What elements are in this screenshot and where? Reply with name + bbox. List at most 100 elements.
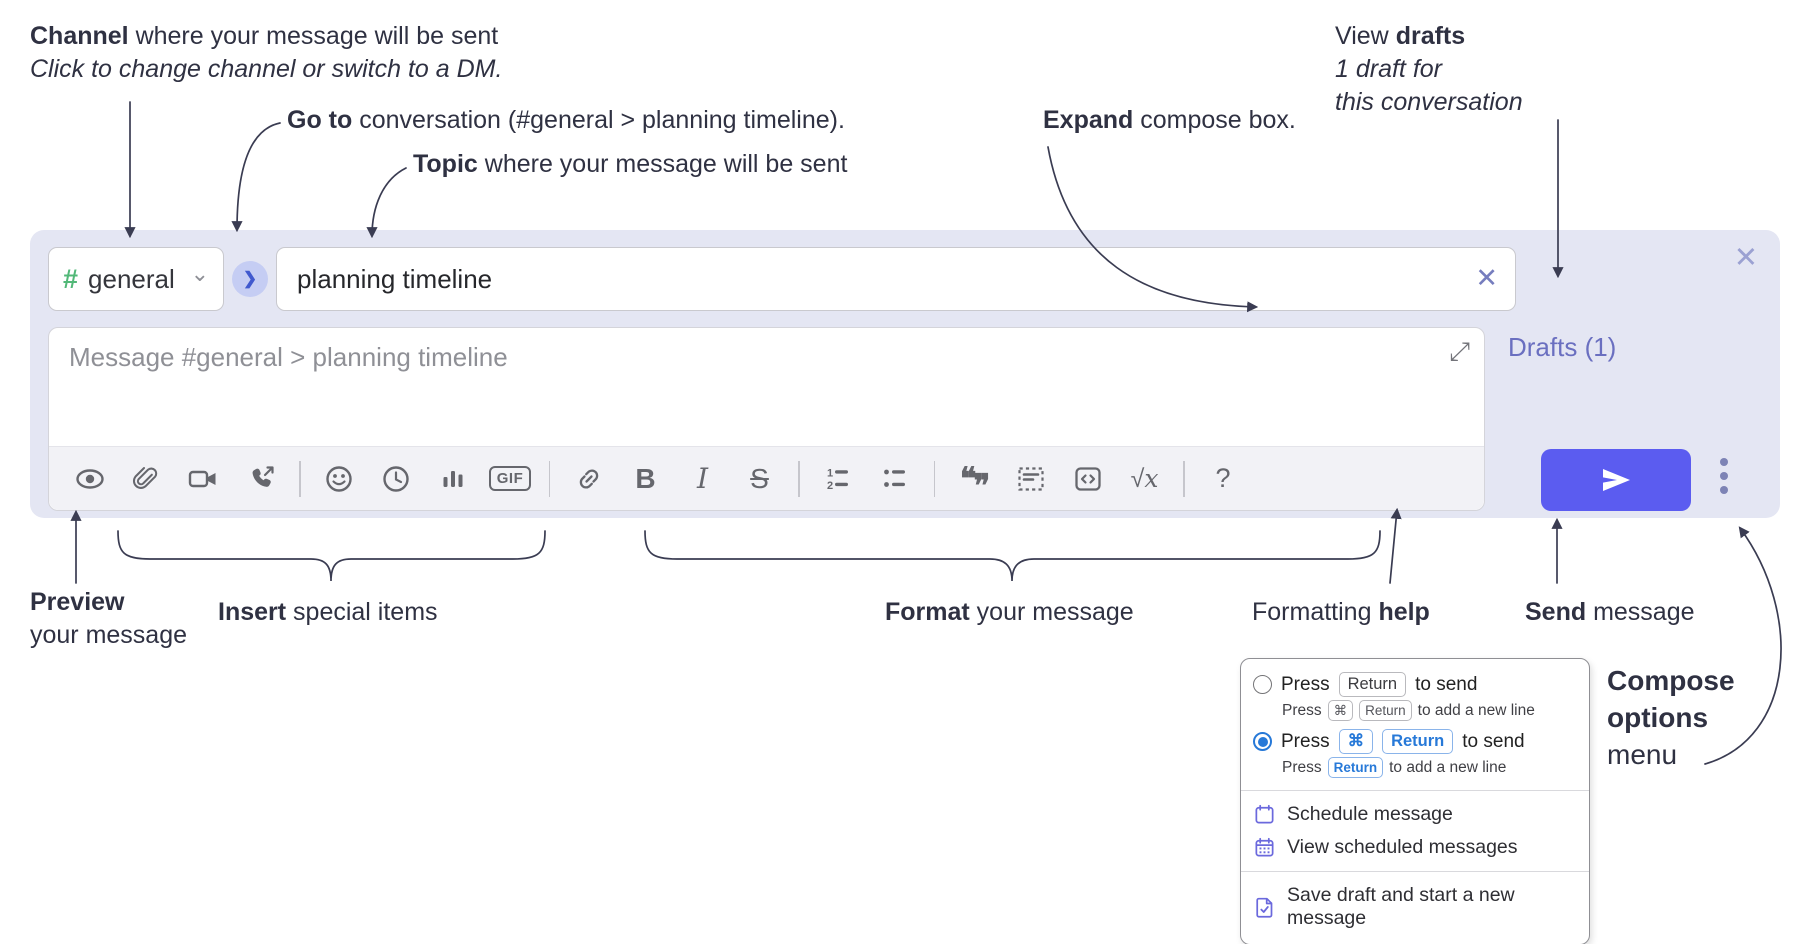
go-to-conversation-button[interactable]: ❯ xyxy=(232,261,268,297)
option2-sub-press: Press xyxy=(1282,758,1322,776)
menu-item-view-scheduled[interactable]: View scheduled messages xyxy=(1241,831,1589,864)
global-time-button[interactable] xyxy=(368,464,425,494)
topic-input[interactable] xyxy=(276,247,1516,311)
return-key: Return xyxy=(1382,729,1454,754)
annotation-format: Format your message xyxy=(885,596,1134,629)
code-button[interactable] xyxy=(1059,464,1116,494)
return-key: Return xyxy=(1338,672,1407,697)
send-shortcut-option-1-sub: Press ⌘ Return to add a new line xyxy=(1241,700,1589,726)
annotation-insert-bold: Insert xyxy=(218,598,287,626)
numbered-list-icon: 1 2 xyxy=(827,467,848,492)
annotation-goto: Go to conversation (#general > planning … xyxy=(287,104,845,137)
poll-button[interactable] xyxy=(425,464,482,494)
italic-button[interactable]: I xyxy=(674,462,731,495)
eye-icon xyxy=(75,468,104,489)
annotation-goto-bold: Go to xyxy=(287,106,353,134)
option1-sub-suffix: to add a new line xyxy=(1417,701,1535,719)
video-camera-icon xyxy=(188,470,215,487)
spoiler-button[interactable] xyxy=(1002,464,1059,494)
drafts-link[interactable]: Drafts (1) xyxy=(1508,332,1617,362)
annotation-compose-line3: menu xyxy=(1607,739,1678,770)
toolbar-separator xyxy=(548,460,550,497)
emoji-button[interactable] xyxy=(311,464,368,494)
smiley-icon xyxy=(326,465,352,492)
bold-icon: B xyxy=(635,462,656,494)
send-shortcut-option-1[interactable]: Press Return to send xyxy=(1241,669,1589,700)
strikethrough-button[interactable]: S xyxy=(731,463,788,495)
ellipsis-dot xyxy=(1720,458,1728,466)
send-shortcut-option-2[interactable]: Press ⌘ Return to send xyxy=(1241,726,1589,757)
message-input[interactable] xyxy=(49,328,1484,444)
preview-eye-button[interactable] xyxy=(61,464,118,494)
annotation-formatting-help: Formatting help xyxy=(1252,596,1430,629)
quote-button[interactable]: ❝❞ xyxy=(945,460,1002,504)
annotation-send-bold: Send xyxy=(1525,598,1587,626)
cmd-key: ⌘ xyxy=(1338,729,1374,754)
annotation-channel-line2: Click to change channel or switch to a D… xyxy=(30,55,503,83)
ellipsis-dot xyxy=(1720,486,1728,494)
gif-icon: GIF xyxy=(488,466,532,491)
italic-icon: I xyxy=(696,462,709,495)
annotation-format-rest: your message xyxy=(969,598,1134,626)
option2-sub-suffix: to add a new line xyxy=(1389,758,1507,776)
menu-item-save-draft[interactable]: Save draft and start a new message xyxy=(1241,879,1589,935)
numbered-list-button[interactable]: 1 2 xyxy=(810,464,867,494)
annotation-channel-bold: Channel xyxy=(30,22,129,50)
message-box: ⤢ xyxy=(48,327,1485,511)
math-button[interactable]: √x xyxy=(1116,464,1173,494)
bulleted-list-button[interactable] xyxy=(867,464,924,494)
attach-file-button[interactable] xyxy=(118,464,175,494)
brace-format-group xyxy=(644,530,1381,582)
menu-item-label: Schedule message xyxy=(1287,803,1453,825)
gif-button[interactable]: GIF xyxy=(482,466,539,491)
svg-text:1: 1 xyxy=(827,467,833,479)
expand-compose-icon[interactable]: ⤢ xyxy=(1449,336,1470,366)
link-icon xyxy=(579,468,598,489)
toolbar-separator xyxy=(798,460,800,497)
close-compose-icon[interactable]: ✕ xyxy=(1733,242,1758,274)
chevron-right-icon: ❯ xyxy=(242,269,258,288)
spoiler-icon xyxy=(1017,466,1044,491)
compose-options-menu-button[interactable] xyxy=(1718,456,1730,496)
annotation-drafts-bold: drafts xyxy=(1395,22,1466,50)
return-key: Return xyxy=(1359,700,1412,721)
option1-suffix: to send xyxy=(1415,673,1478,695)
annotation-compose-line1: Compose xyxy=(1607,665,1735,696)
popup-divider xyxy=(1241,871,1589,872)
popup-divider xyxy=(1241,790,1589,791)
bold-button[interactable]: B xyxy=(617,463,674,495)
video-call-button[interactable] xyxy=(175,464,232,494)
option2-suffix: to send xyxy=(1462,730,1525,752)
menu-item-schedule-message[interactable]: Schedule message xyxy=(1241,798,1589,831)
bulleted-list-icon xyxy=(884,469,905,487)
formatting-help-button[interactable]: ? xyxy=(1195,463,1252,494)
annotation-insert: Insert special items xyxy=(218,596,438,629)
audio-call-button[interactable] xyxy=(232,464,289,494)
send-button[interactable] xyxy=(1541,449,1691,511)
annotation-send-rest: message xyxy=(1586,598,1695,626)
annotation-compose-line2: options xyxy=(1607,702,1709,733)
channel-selector[interactable]: # general ⌄ xyxy=(48,247,224,311)
annotation-channel-rest: where your message will be sent xyxy=(128,22,499,50)
quote-icon: ❝ xyxy=(959,460,977,497)
question-mark-icon: ? xyxy=(1215,463,1231,493)
phone-call-icon xyxy=(252,465,274,487)
annotation-fmthelp-bold: help xyxy=(1378,598,1430,626)
bar-chart-icon xyxy=(443,470,463,487)
radio-selected-icon[interactable] xyxy=(1253,732,1272,751)
option1-press: Press xyxy=(1281,673,1330,695)
annotation-expand-bold: Expand xyxy=(1043,106,1134,134)
annotation-expand: Expand compose box. xyxy=(1043,104,1296,137)
clear-topic-icon[interactable]: ✕ xyxy=(1475,263,1498,293)
option1-sub-press: Press xyxy=(1282,701,1322,719)
annotation-drafts-pre: View xyxy=(1335,22,1396,50)
link-button[interactable] xyxy=(560,464,617,494)
svg-text:2: 2 xyxy=(827,480,833,492)
annotation-preview-line2: your message xyxy=(30,621,188,649)
toolbar-separator xyxy=(299,460,301,497)
channel-hash-icon: # xyxy=(63,263,79,294)
toolbar-separator xyxy=(1183,460,1185,497)
annotation-drafts-line3: this conversation xyxy=(1335,88,1523,116)
radio-unselected-icon[interactable] xyxy=(1253,675,1272,694)
ellipsis-dot xyxy=(1720,472,1728,480)
